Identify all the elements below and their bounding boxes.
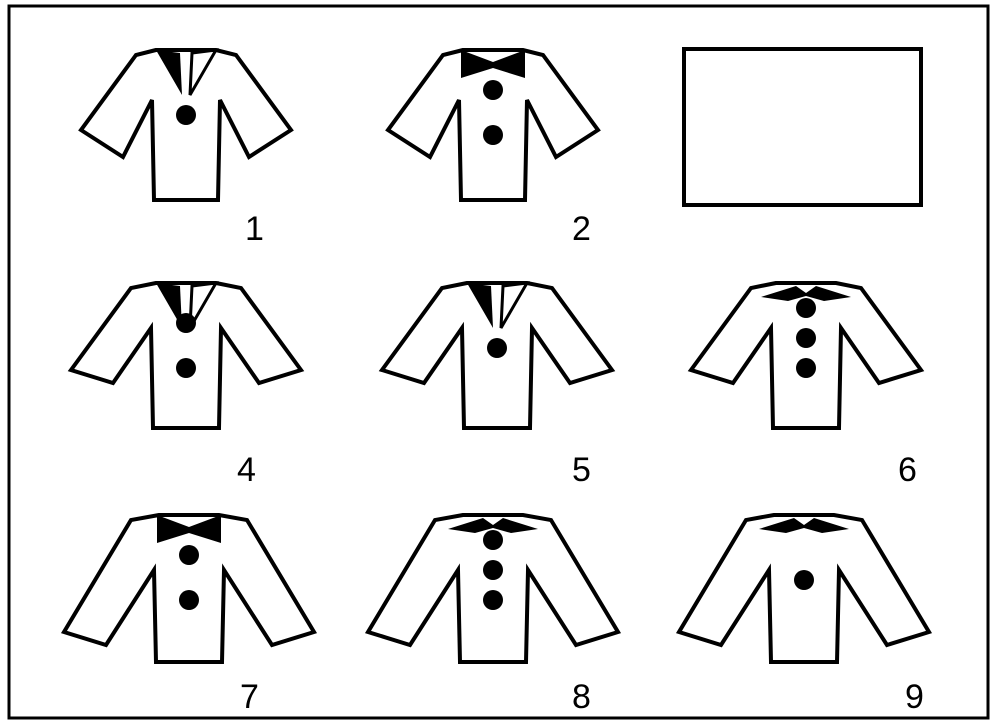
button-dot <box>176 105 196 125</box>
figure-label-1: 1 <box>245 212 264 246</box>
button-dot <box>179 590 199 610</box>
button-dot <box>794 570 814 590</box>
figure-2 <box>388 50 598 200</box>
shirt-outline <box>71 283 301 428</box>
figure-label-4: 4 <box>237 453 256 487</box>
figure-label-6: 6 <box>898 453 917 487</box>
figure-label-9: 9 <box>905 680 924 714</box>
button-dot <box>483 80 503 100</box>
figure-label-8: 8 <box>572 680 591 714</box>
figure-4 <box>71 283 301 428</box>
figure-label-7: 7 <box>240 680 259 714</box>
figure-8 <box>368 515 618 662</box>
button-dot <box>483 530 503 550</box>
button-dot <box>796 358 816 378</box>
button-dot <box>176 313 196 333</box>
figure-9 <box>679 515 929 662</box>
button-dot <box>179 545 199 565</box>
button-dot <box>483 590 503 610</box>
button-dot <box>487 338 507 358</box>
figure-blank <box>684 49 921 205</box>
button-dot <box>483 560 503 580</box>
button-dot <box>796 298 816 318</box>
figure-7 <box>64 515 314 662</box>
figure-1 <box>81 50 291 200</box>
answer-blank-box <box>684 49 921 205</box>
figure-6 <box>691 283 921 428</box>
button-dot <box>796 328 816 348</box>
figure-label-5: 5 <box>572 453 591 487</box>
shirt-outline <box>64 515 314 662</box>
figure-label-2: 2 <box>572 212 591 246</box>
button-dot <box>176 358 196 378</box>
button-dot <box>483 125 503 145</box>
figure-5 <box>382 283 612 428</box>
